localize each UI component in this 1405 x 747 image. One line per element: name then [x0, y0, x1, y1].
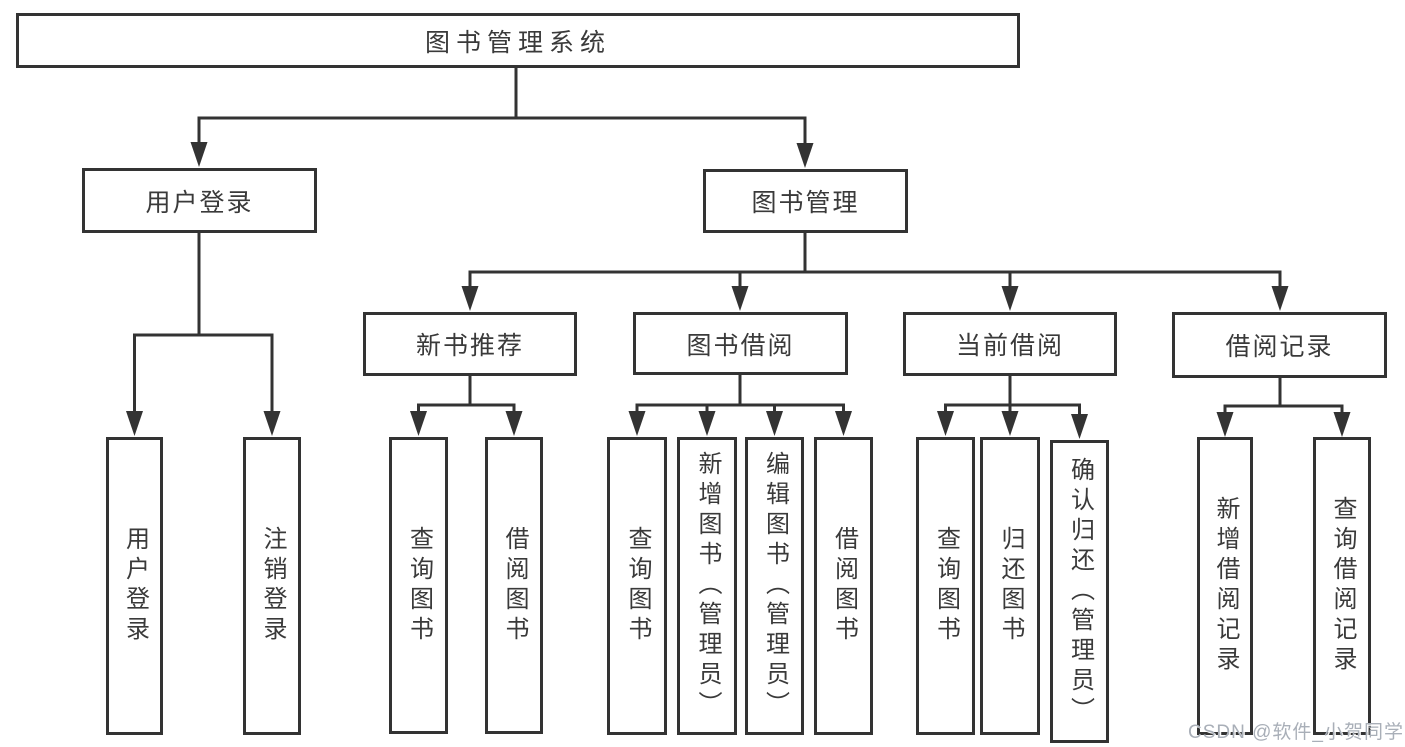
leaf-search-books-newrec: 查询图书	[389, 437, 448, 734]
leaf-borrow-books-borrow: 借阅图书	[814, 437, 873, 735]
arrowhead	[1271, 286, 1289, 311]
node-user-login-label: 用户登录	[145, 188, 254, 217]
leaf-edit-book-admin-label: 编辑图书（管理员）	[761, 451, 789, 721]
arrowhead	[731, 286, 749, 311]
csdn-watermark: CSDN @软件_小贺同学	[1188, 722, 1404, 743]
arrowhead	[1001, 286, 1019, 311]
leaf-logout: 注销登录	[243, 437, 301, 735]
arrowhead	[1216, 412, 1234, 437]
leaf-borrow-books-newrec: 借阅图书	[485, 437, 543, 734]
node-user-login: 用户登录	[82, 168, 317, 233]
leaf-search-books-current-label: 查询图书	[932, 526, 960, 646]
arrowhead	[835, 411, 852, 436]
arrowhead	[410, 411, 427, 436]
arrowhead	[937, 411, 954, 436]
arrowhead	[796, 143, 814, 168]
arrowhead	[1001, 411, 1019, 436]
node-library-system: 图书管理系统	[16, 13, 1020, 68]
edge-borrow-to-leaves	[635, 371, 845, 416]
edge-current-to-leaves	[944, 372, 1081, 418]
arrowhead	[461, 286, 479, 311]
leaf-confirm-return-admin-label: 确认归还（管理员）	[1066, 456, 1094, 727]
arrowhead	[1071, 414, 1088, 439]
leaf-add-book-admin-label: 新增图书（管理员）	[694, 451, 721, 721]
edge-records-to-leaves	[1223, 374, 1344, 417]
node-borrow-records-label: 借阅记录	[1225, 333, 1334, 361]
leaf-edit-book-admin: 编辑图书（管理员）	[745, 437, 804, 735]
arrowhead	[505, 411, 523, 436]
leaf-search-borrow-record-label: 查询借阅记录	[1329, 496, 1356, 676]
node-book-management-label: 图书管理	[751, 189, 860, 217]
arrowhead	[766, 411, 783, 436]
leaf-borrow-books-newrec-label: 借阅图书	[501, 525, 528, 646]
leaf-search-books-current: 查询图书	[916, 437, 975, 735]
node-book-borrowing: 图书借阅	[633, 312, 848, 375]
leaf-add-book-admin: 新增图书（管理员）	[677, 437, 737, 735]
leaf-search-books-borrow-label: 查询图书	[624, 526, 651, 646]
leaf-add-borrow-record-label: 新增借阅记录	[1212, 496, 1239, 676]
edge-login-to-leaves	[133, 229, 274, 416]
leaf-search-books-borrow: 查询图书	[607, 437, 667, 735]
arrowhead	[628, 411, 646, 436]
leaf-return-books: 归还图书	[980, 437, 1040, 735]
leaf-search-books-newrec-label: 查询图书	[405, 525, 433, 646]
node-book-borrowing-label: 图书借阅	[686, 331, 795, 360]
node-book-management: 图书管理	[703, 169, 908, 233]
edge-root-to-level1	[197, 64, 807, 149]
node-current-borrowing: 当前借阅	[903, 312, 1117, 376]
leaf-logout-label: 注销登录	[259, 526, 286, 646]
leaf-add-borrow-record: 新增借阅记录	[1197, 437, 1253, 735]
node-new-book-recommend: 新书推荐	[363, 312, 577, 376]
node-new-book-recommend-label: 新书推荐	[415, 332, 524, 360]
node-current-borrowing-label: 当前借阅	[955, 332, 1064, 360]
arrowhead	[190, 142, 208, 167]
edge-newrec-to-leaves	[417, 372, 516, 416]
arrowhead	[263, 411, 281, 436]
arrowhead	[126, 411, 143, 436]
leaf-confirm-return-admin: 确认归还（管理员）	[1050, 440, 1109, 743]
leaf-borrow-books-borrow-label: 借阅图书	[830, 526, 858, 646]
node-borrow-records: 借阅记录	[1172, 312, 1387, 378]
edge-mgmt-to-level2	[468, 229, 1282, 291]
arrowhead	[1333, 412, 1351, 437]
arrowhead	[698, 411, 716, 436]
node-library-system-label: 图书管理系统	[424, 28, 611, 57]
leaf-user-login: 用户登录	[106, 437, 163, 735]
leaf-user-login-label: 用户登录	[121, 526, 149, 646]
leaf-search-borrow-record: 查询借阅记录	[1313, 437, 1371, 735]
leaf-return-books-label: 归还图书	[997, 526, 1024, 646]
